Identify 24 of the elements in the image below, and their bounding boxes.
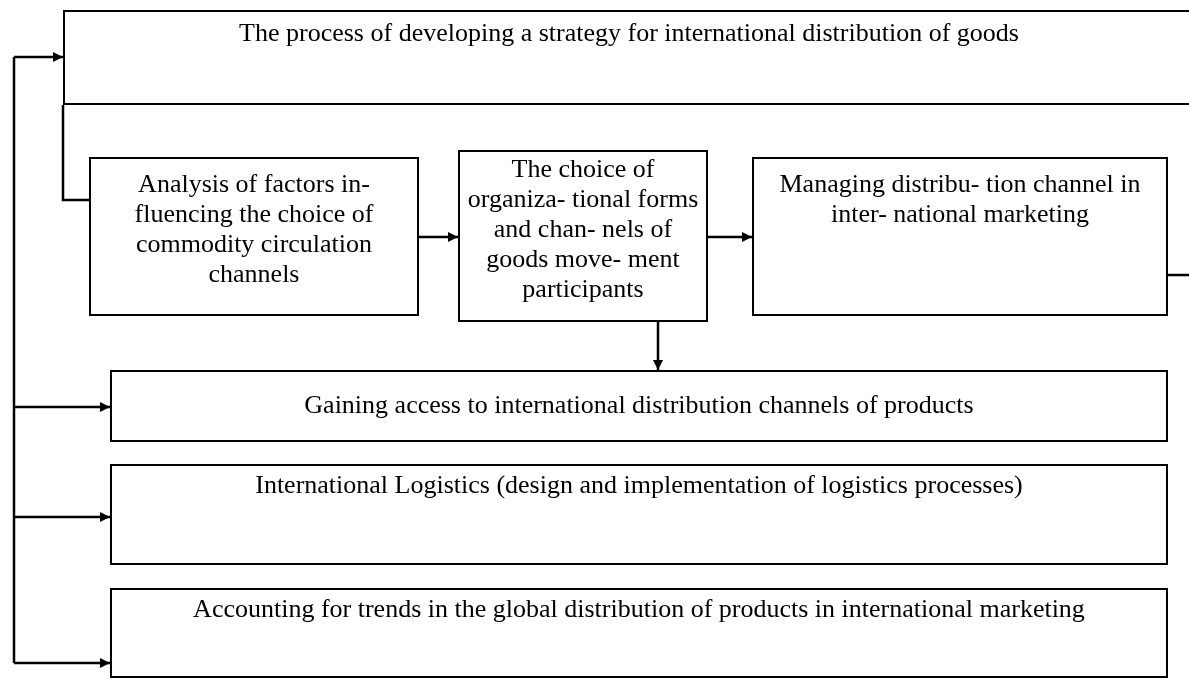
box-text: The choice of organiza- tional forms and chan- nels of goods move- ment participants [466,154,700,304]
process-box [89,157,419,316]
box-text: Analysis of factors in- fluencing the choice of commodity circulation channels [133,169,375,289]
arrow [14,52,63,62]
process-box [110,370,1168,442]
process-box [63,10,1189,105]
arrow [14,402,110,412]
process-box [110,464,1168,565]
connector-line [12,57,16,663]
arrow [653,322,663,370]
process-box [458,150,708,322]
connector-line [1168,273,1189,277]
arrow [14,658,110,668]
arrow [419,232,458,242]
connector-line [61,105,89,202]
box-text: Accounting for trends in the global distribution of products in international marketing [193,594,1085,624]
box-text: The process of developing a strategy for international distribution of goods [239,18,1019,48]
box-text: International Logistics (design and implementation of logistics processes) [255,470,1023,500]
box-text: Gaining access to international distribution channels of products [304,390,974,420]
arrow [708,232,752,242]
process-box [752,157,1168,316]
box-text: Managing distribu- tion channel in inter- national marketing [778,169,1142,229]
process-box [110,588,1168,678]
arrow [14,512,110,522]
